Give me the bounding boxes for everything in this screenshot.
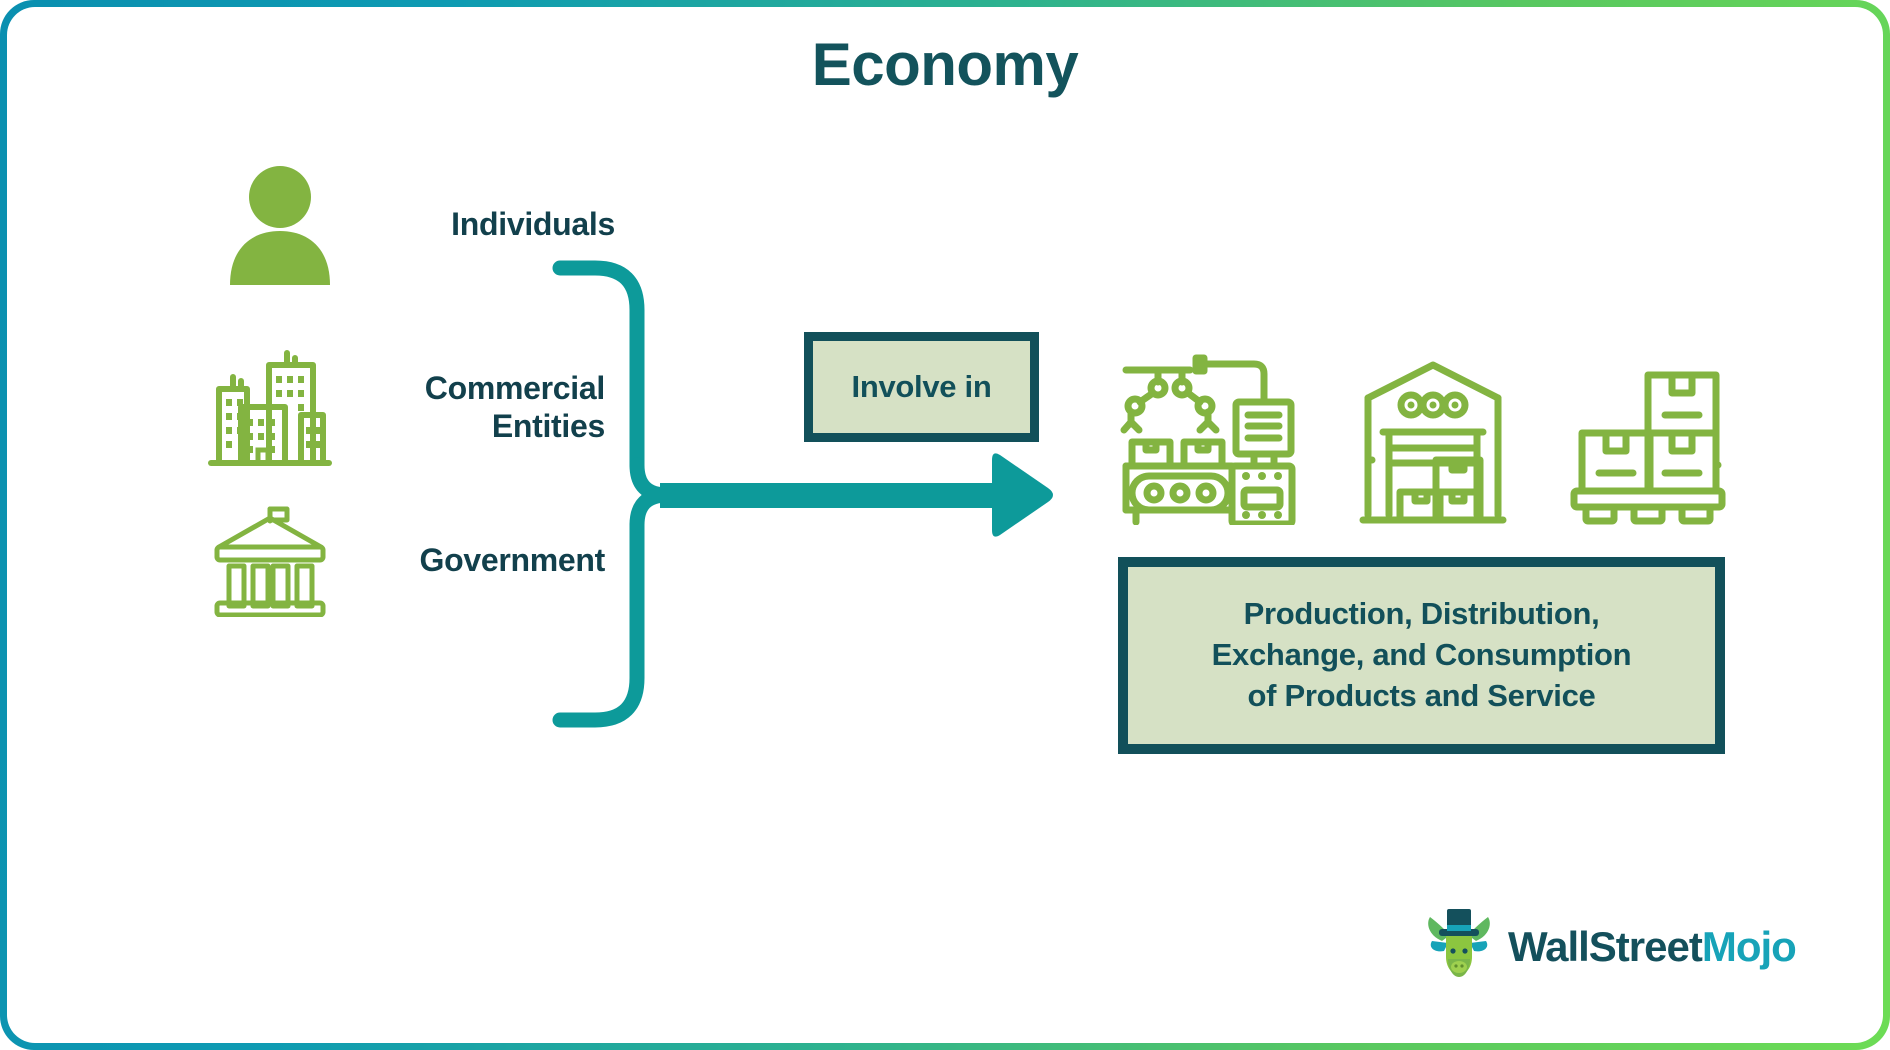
government-building-icon — [205, 505, 335, 617]
logo-wordmark: WallStreetMojo — [1508, 922, 1797, 971]
frame-inner-surface — [7, 7, 1883, 1043]
actor-row-government: Government — [205, 505, 605, 617]
result-line-3: of Products and Service — [1247, 677, 1596, 713]
actor-label-government: Government — [419, 542, 606, 579]
actor-label-commercial: Commercial Entities — [335, 370, 606, 446]
result-line-1: Production, Distribution, — [1243, 596, 1600, 632]
boxes-on-pallet-icon — [1568, 365, 1728, 530]
actor-row-commercial: Commercial Entities — [205, 345, 605, 471]
wallstreetmojo-logo: WallStreetMojo — [1424, 905, 1797, 988]
actor-label-commercial-line1: Commercial — [424, 370, 606, 407]
involve-in-label: Involve in — [851, 369, 992, 404]
logo-text-wallstreet: WallStreet — [1508, 922, 1703, 970]
activity-icons-row — [1118, 340, 1728, 530]
involve-in-box: Involve in — [804, 332, 1039, 442]
actor-label-individuals: Individuals — [451, 206, 615, 243]
bull-with-top-hat-icon — [1424, 905, 1494, 988]
factory-production-icon — [1118, 350, 1298, 530]
office-buildings-icon — [205, 345, 335, 471]
actor-row-individuals: Individuals — [215, 165, 615, 285]
person-icon — [215, 165, 345, 285]
page-title: Economy — [811, 31, 1079, 98]
result-line-2: Exchange, and Consumption — [1211, 637, 1632, 673]
actor-label-commercial-line2: Entities — [491, 408, 605, 444]
warehouse-icon — [1358, 360, 1508, 530]
logo-text-mojo: Mojo — [1701, 922, 1797, 970]
result-box: Production, Distribution, Exchange, and … — [1118, 557, 1725, 754]
